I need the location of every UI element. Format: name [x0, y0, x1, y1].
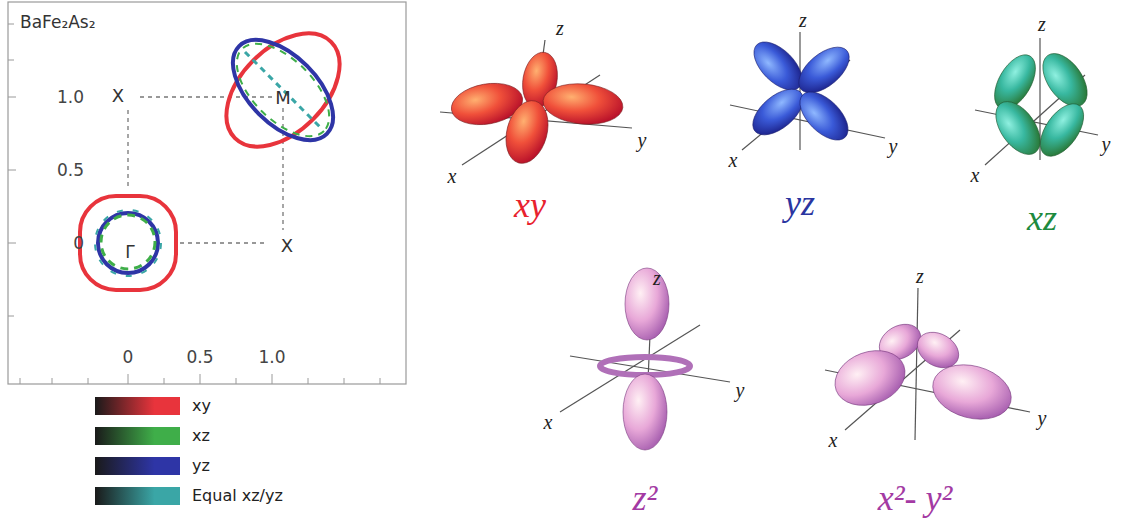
- tick-label: 0.5: [186, 349, 213, 366]
- orbital-label: xy: [514, 187, 546, 223]
- legend-swatch: [95, 487, 180, 505]
- axis-letter: y: [1102, 134, 1111, 154]
- axis-letter: z: [799, 10, 807, 30]
- axis-letter: z: [653, 268, 661, 288]
- legend-swatch: [95, 457, 180, 475]
- legend-text: Equal xz/yz: [192, 487, 283, 505]
- axis-letter: y: [736, 380, 745, 400]
- point-label: X: [281, 237, 293, 255]
- axis-letter: x: [829, 430, 838, 450]
- orbital-label: z²: [633, 480, 658, 516]
- orbital-label: yz: [785, 185, 815, 221]
- legend-text: yz: [192, 457, 210, 475]
- tick-label: 0: [123, 349, 134, 366]
- legend-swatch: [95, 397, 180, 415]
- axis-letter: y: [1038, 408, 1047, 428]
- plot-title: BaFe₂As₂: [20, 14, 96, 31]
- legend-text: xy: [192, 397, 211, 415]
- tick-label: 0.5: [57, 162, 84, 179]
- axis-letter: y: [638, 130, 647, 150]
- point-label: M: [275, 89, 291, 107]
- point-label: X: [112, 87, 124, 105]
- axis-letter: x: [729, 150, 738, 170]
- axis-letter: x: [544, 412, 553, 432]
- axis-letter: z: [1038, 14, 1046, 34]
- axis-letter: x: [448, 166, 457, 186]
- point-label: Γ: [124, 244, 135, 261]
- tick-label: 1.0: [57, 89, 84, 106]
- axis-letter: y: [889, 136, 898, 156]
- axis-letter: z: [556, 18, 564, 38]
- axis-letter: z: [916, 266, 924, 286]
- legend-swatch: [95, 427, 180, 445]
- tick-label: 1.0: [258, 349, 285, 366]
- tick-label: 0: [73, 235, 84, 252]
- legend-text: xz: [192, 427, 210, 445]
- orbital-label: xz: [1027, 200, 1057, 236]
- orbital-label: x²- y²: [878, 480, 953, 516]
- axis-letter: x: [971, 165, 980, 185]
